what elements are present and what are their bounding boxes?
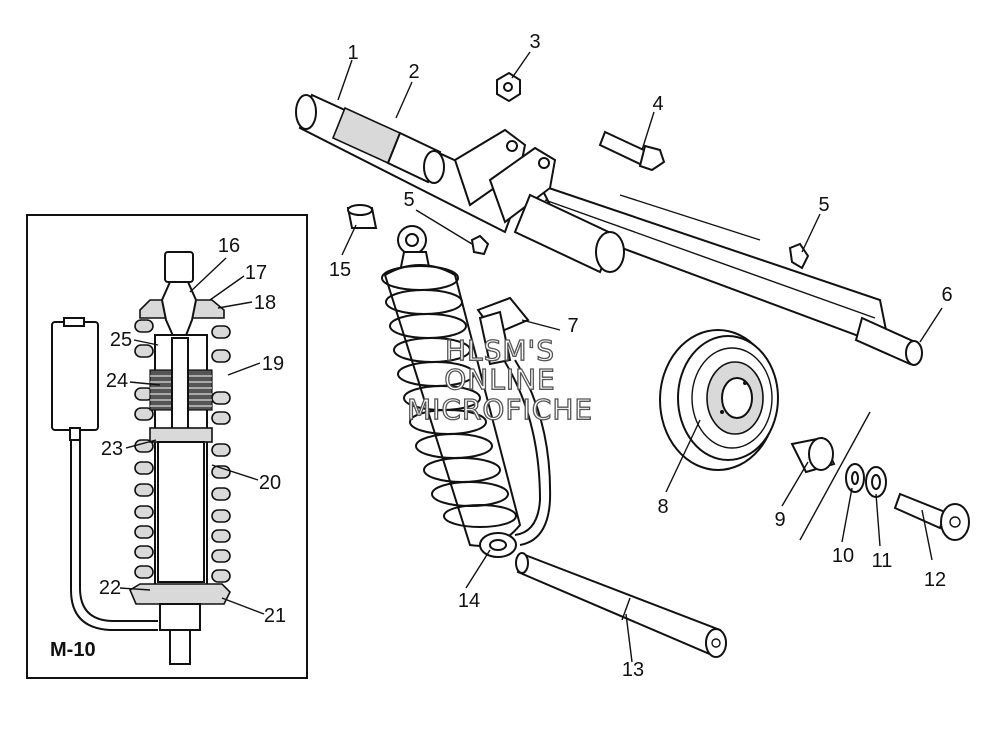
callout-2: 2 — [408, 61, 420, 83]
callout-10: 10 — [831, 545, 855, 567]
callout-5b: 5 — [818, 194, 830, 216]
washer-11 — [865, 466, 887, 498]
callout-7: 7 — [567, 315, 579, 337]
callout-23: 23 — [100, 438, 124, 460]
callout-6: 6 — [941, 284, 953, 306]
bushing-sleeve — [346, 204, 378, 229]
leader-lines — [119, 51, 943, 663]
lower-shaft — [515, 552, 727, 658]
spacer-sleeve — [790, 436, 836, 474]
callout-5a: 5 — [403, 189, 415, 211]
callout-20: 20 — [258, 472, 282, 494]
idler-wheel — [659, 329, 779, 471]
callout-24: 24 — [105, 370, 129, 392]
callout-3: 3 — [529, 31, 541, 53]
washer-10 — [845, 463, 865, 493]
callout-8: 8 — [657, 496, 669, 518]
callout-13: 13 — [621, 659, 645, 681]
callout-18: 18 — [253, 292, 277, 314]
shoulder-bolt — [893, 492, 970, 541]
callout-19: 19 — [261, 353, 285, 375]
callout-4: 4 — [652, 93, 664, 115]
callout-22: 22 — [98, 577, 122, 599]
callout-11: 11 — [871, 550, 893, 572]
callout-14: 14 — [457, 590, 481, 612]
hex-bolt — [598, 130, 666, 172]
callout-21: 21 — [263, 605, 287, 627]
callout-17: 17 — [244, 262, 268, 284]
grease-fitting-right — [788, 242, 810, 270]
grease-fitting-left — [470, 234, 490, 256]
callout-15: 15 — [328, 259, 352, 281]
inset-shock-cutaway — [51, 251, 231, 665]
callout-9: 9 — [774, 509, 786, 531]
main-axle-assembly — [295, 93, 923, 366]
inset-label: M-10 — [50, 639, 96, 661]
callout-12: 12 — [923, 569, 947, 591]
shock-absorber — [381, 225, 552, 558]
callout-1: 1 — [347, 42, 359, 64]
lock-nut — [496, 71, 521, 103]
callout-16: 16 — [217, 235, 241, 257]
callout-25: 25 — [109, 329, 133, 351]
